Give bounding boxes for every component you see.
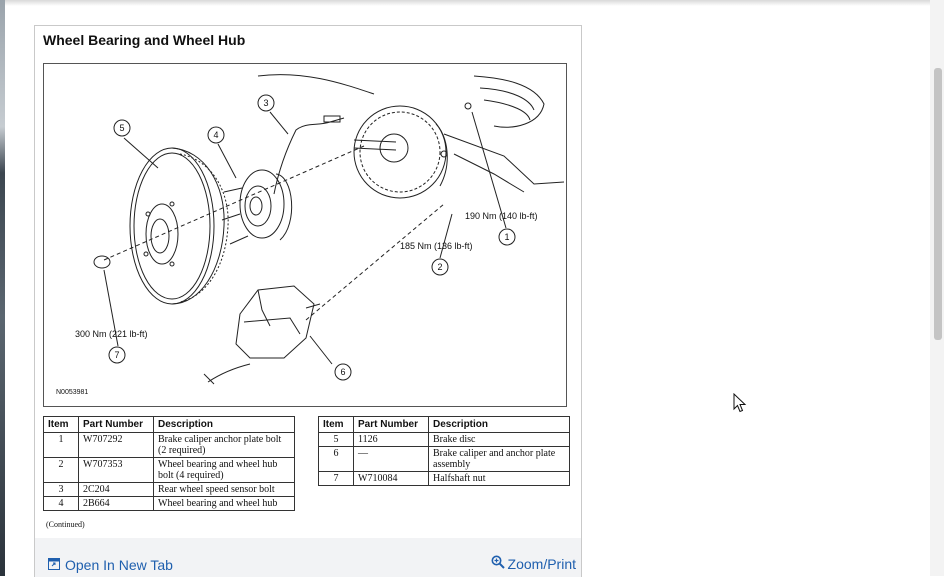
callout-1	[498, 228, 516, 246]
table-row: 4 2B664 Wheel bearing and wheel hub	[43, 496, 295, 511]
callout-label-4: 4	[213, 130, 218, 140]
top-shadow	[0, 0, 944, 6]
torque-label-2: 185 Nm (136 lb-ft)	[400, 241, 473, 251]
callout-4	[207, 126, 225, 144]
callout-circles	[108, 94, 516, 381]
table-row: 5 1126 Brake disc	[318, 432, 570, 447]
callout-5	[113, 119, 131, 137]
callout-7	[108, 346, 126, 364]
table-row: 6 — Brake caliper and anchor plate assem…	[318, 446, 570, 472]
mouse-pointer-icon	[733, 392, 747, 418]
open-in-new-tab-label: Open In New Tab	[65, 557, 173, 573]
cell-desc: Brake caliper and anchor plate assembly	[428, 446, 570, 472]
diagram-drawing: 5 4 3 1 2 6 7 190 Nm (140 lb-ft) 185 Nm …	[56, 74, 565, 396]
zoom-print-label: Zoom/Print	[507, 555, 576, 572]
table-row: 3 2C204 Rear wheel speed sensor bolt	[43, 482, 295, 497]
cell-desc: Wheel bearing and wheel hub	[153, 496, 295, 511]
cell-part: 2C204	[78, 482, 154, 497]
col-header-part-number: Part Number	[353, 416, 429, 433]
cell-part: —	[353, 446, 429, 472]
leader-lines	[103, 111, 507, 365]
col-header-item: Item	[318, 416, 354, 433]
zoom-print-link[interactable]: Zoom/Print	[491, 555, 576, 572]
parts-table-right: Item Part Number Description 5 1126 Brak…	[318, 416, 570, 486]
table-row: 1 W707292 Brake caliper anchor plate bol…	[43, 432, 295, 458]
col-header-item: Item	[43, 416, 79, 433]
card-footer: Open In New Tab Zoom/Print	[35, 538, 581, 577]
callout-2	[431, 258, 449, 276]
callout-label-3: 3	[263, 98, 268, 108]
table-row: 7 W710084 Halfshaft nut	[318, 471, 570, 486]
brake-caliper-drawing	[203, 285, 321, 385]
cell-desc: Wheel bearing and wheel hub bolt (4 requ…	[153, 457, 295, 483]
sensor-wire	[273, 117, 345, 195]
cell-item: 3	[43, 482, 79, 497]
cell-item: 4	[43, 496, 79, 511]
cell-item: 6	[318, 446, 354, 472]
callout-label-5: 5	[119, 123, 124, 133]
callout-label-7: 7	[114, 350, 119, 360]
brake-disc-drawing	[129, 147, 229, 305]
table-row: 2 W707353 Wheel bearing and wheel hub bo…	[43, 457, 295, 483]
torque-label-7: 300 Nm (221 lb-ft)	[75, 329, 148, 339]
continued-note: (Continued)	[46, 520, 85, 529]
col-header-part-number: Part Number	[78, 416, 154, 433]
callout-label-6: 6	[340, 367, 345, 377]
cell-item: 2	[43, 457, 79, 483]
exploded-diagram: 5 4 3 1 2 6 7 190 Nm (140 lb-ft) 185 Nm …	[43, 63, 567, 407]
callout-3	[257, 94, 275, 112]
cell-desc: Rear wheel speed sensor bolt	[153, 482, 295, 497]
speed-sensor	[323, 115, 341, 123]
parts-table-left: Item Part Number Description 1 W707292 B…	[43, 416, 295, 511]
figure-id: N0053981	[56, 389, 88, 396]
cell-item: 1	[43, 432, 79, 458]
left-window-edge	[0, 0, 5, 576]
alignment-lines	[103, 145, 445, 321]
cell-part: W710084	[353, 471, 429, 486]
cell-desc: Brake disc	[428, 432, 570, 447]
zoom-icon	[491, 555, 505, 572]
document-card: Wheel Bearing and Wheel Hub	[34, 25, 582, 577]
col-header-description: Description	[153, 416, 295, 433]
open-new-tab-icon	[48, 557, 60, 573]
scrollbar-thumb[interactable]	[934, 68, 942, 340]
open-in-new-tab-link[interactable]: Open In New Tab	[48, 557, 173, 573]
cell-desc: Brake caliper anchor plate bolt (2 requi…	[153, 432, 295, 458]
callout-label-1: 1	[504, 232, 509, 242]
wheel-hub-drawing	[221, 169, 293, 245]
col-header-description: Description	[428, 416, 570, 433]
cell-part: W707353	[78, 457, 154, 483]
torque-label-1: 190 Nm (140 lb-ft)	[465, 211, 538, 221]
cell-desc: Halfshaft nut	[428, 471, 570, 486]
callout-label-2: 2	[437, 262, 442, 272]
backing-plate-drawing	[257, 74, 448, 199]
cell-item: 7	[318, 471, 354, 486]
cell-part: W707292	[78, 432, 154, 458]
cell-item: 5	[318, 432, 354, 447]
suspension-drawing	[440, 75, 565, 193]
card-title: Wheel Bearing and Wheel Hub	[43, 32, 246, 48]
cell-part: 1126	[353, 432, 429, 447]
callout-6	[334, 363, 352, 381]
halfshaft-nut-drawing	[93, 255, 111, 269]
cell-part: 2B664	[78, 496, 154, 511]
